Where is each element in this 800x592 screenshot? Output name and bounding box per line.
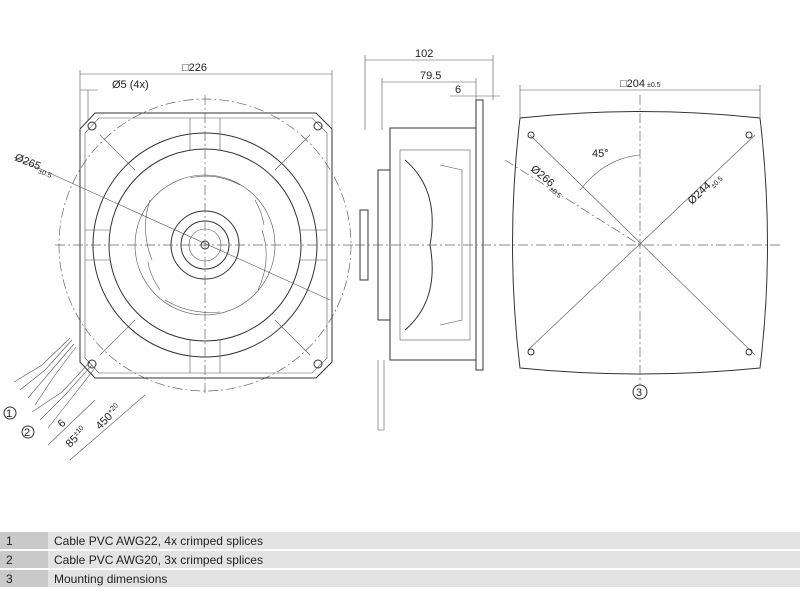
svg-text:□204±0.5: □204±0.5 (620, 78, 661, 90)
mounting-hole-icons (87, 121, 323, 369)
side-view: 102 79.5 6 (355, 48, 500, 431)
angle-label: 45° (592, 148, 609, 160)
impeller-blades (145, 175, 267, 313)
technical-drawing: □226 Ø5 (4x) Ø265±0.5 1 2 6 85±10 450+20… (3, 48, 780, 461)
svg-text:85±10: 85±10 (64, 425, 89, 450)
svg-text:Ø265±0.5: Ø265±0.5 (12, 152, 55, 180)
mounting-cutout (512, 111, 768, 375)
front-view: □226 Ø5 (4x) Ø265±0.5 1 2 6 85±10 450+20 (3, 62, 355, 461)
mounting-view: □204±0.5 45° Ø266±0.5 Ø244±0.5 3 (500, 78, 780, 400)
dim-body-label: 79.5 (420, 70, 441, 82)
cable-label-2: 2 (24, 427, 30, 439)
fan-frame (79, 112, 333, 379)
svg-text:Ø244±0.5: Ø244±0.5 (686, 170, 725, 208)
dim-flange-label: 6 (455, 84, 461, 96)
frame-spokes (85, 118, 327, 373)
dim-square-label: □204 (620, 78, 645, 90)
cable-label-1: 1 (6, 408, 12, 420)
dim-inner-label: Ø244 (686, 180, 714, 207)
mounting-label: 3 (636, 387, 642, 399)
flange (475, 99, 484, 371)
dim-strip-label: 6 (56, 417, 69, 430)
dim-holes-label: Ø5 (4x) (112, 79, 149, 91)
mounting-hole-icons (527, 131, 753, 356)
svg-text:Ø266±0.5: Ø266±0.5 (527, 163, 567, 200)
dim-circle-label: Ø265 (13, 152, 42, 173)
dim-width-label: □226 (182, 62, 207, 74)
dim-total-label: 102 (415, 48, 433, 60)
cables (13, 337, 96, 429)
